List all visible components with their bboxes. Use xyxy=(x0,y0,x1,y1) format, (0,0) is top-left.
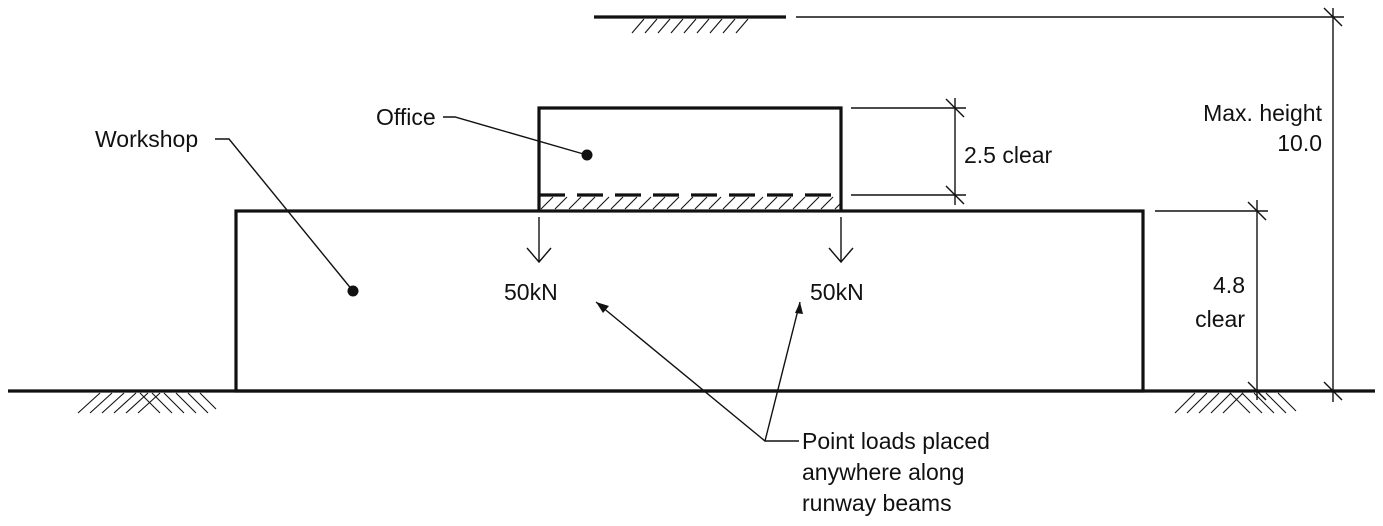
note-leader-arrowhead-right xyxy=(795,302,803,314)
note-leaders xyxy=(595,301,801,442)
load-arrow-left xyxy=(526,217,552,264)
load-left-label: 50kN xyxy=(504,279,558,305)
note-line-1: Point loads placed xyxy=(802,428,990,454)
max-height-dimension xyxy=(796,7,1344,402)
workshop-clear-dimension xyxy=(1155,200,1268,401)
workshop-leader xyxy=(215,138,354,292)
workshop-label: Workshop xyxy=(95,126,198,152)
office-label: Office xyxy=(376,104,436,130)
max-height-datum-hatch xyxy=(631,18,749,34)
workshop-clear-label-line2: clear xyxy=(1195,306,1245,332)
load-arrow-right xyxy=(828,217,854,264)
office-outline xyxy=(537,106,843,211)
workshop-outline xyxy=(234,209,1145,393)
max-height-label-line2: 10.0 xyxy=(1277,130,1322,156)
office-clear-label: 2.5 clear xyxy=(964,142,1053,168)
office-floor-hatch xyxy=(540,196,842,210)
office-leader xyxy=(443,116,588,156)
load-right-label: 50kN xyxy=(810,279,864,305)
ground-hatch-left xyxy=(77,392,217,414)
note-line-2: anywhere along xyxy=(802,459,964,485)
note-line-3: runway beams xyxy=(802,490,952,516)
ground-hatch-right xyxy=(1174,392,1297,414)
note-leader-arrowhead-left xyxy=(596,302,609,313)
max-height-label-line1: Max. height xyxy=(1203,100,1323,126)
workshop-clear-label-line1: 4.8 xyxy=(1213,272,1245,298)
office-clear-dimension xyxy=(851,98,966,205)
